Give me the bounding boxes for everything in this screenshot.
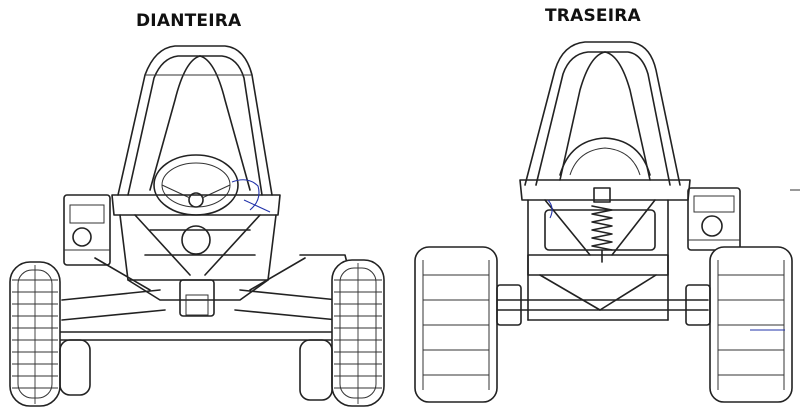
rear-view-drawing	[414, 41, 793, 403]
front-right-tire	[331, 259, 385, 407]
rear-roll-cage	[524, 41, 681, 186]
front-view-drawing	[9, 45, 385, 407]
front-suspension	[44, 257, 356, 341]
front-roll-cage	[117, 45, 273, 196]
rear-shock-absorber	[591, 187, 613, 263]
front-frame	[111, 194, 281, 317]
rear-seat	[559, 137, 651, 176]
steering-wheel	[153, 154, 239, 216]
rear-engine	[687, 187, 741, 251]
front-view-label: DIANTEIRA	[136, 11, 242, 31]
rear-left-tire	[414, 246, 498, 403]
front-left-tire	[9, 261, 61, 407]
rear-frame	[519, 179, 691, 321]
front-engine	[63, 194, 111, 266]
rear-right-tire	[709, 246, 793, 403]
rear-view-label: TRASEIRA	[545, 6, 641, 26]
